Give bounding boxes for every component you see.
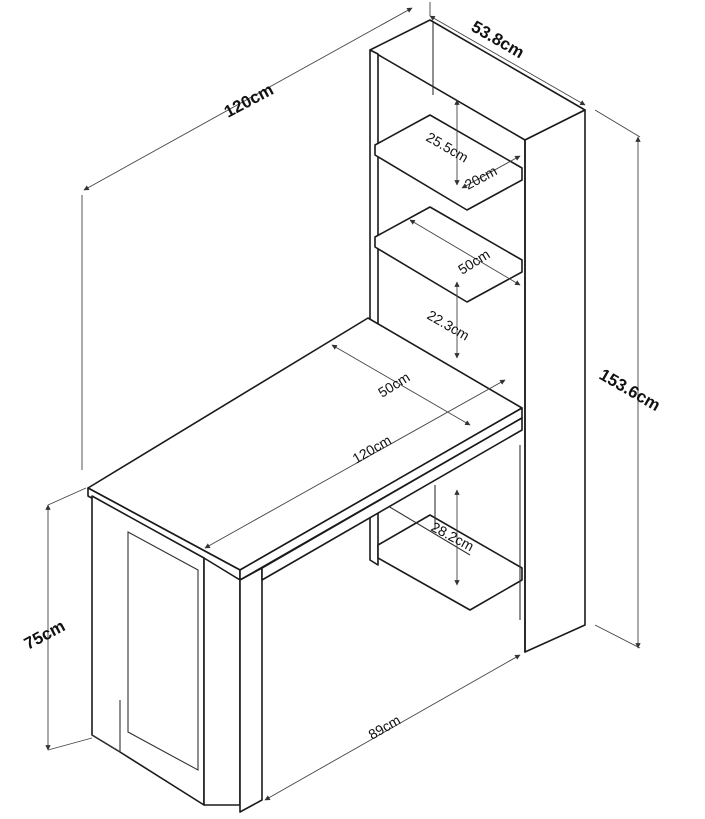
label-base-depth: 89cm (366, 712, 404, 743)
label-total-height: 153.6cm (596, 365, 664, 415)
bookcase (369, 19, 586, 653)
label-shelf-gap-lower: 22.3cm (425, 307, 473, 344)
dimension-lines (45, 2, 641, 801)
label-overall-width: 120cm (221, 80, 277, 122)
label-desk-height: 75cm (21, 616, 68, 653)
